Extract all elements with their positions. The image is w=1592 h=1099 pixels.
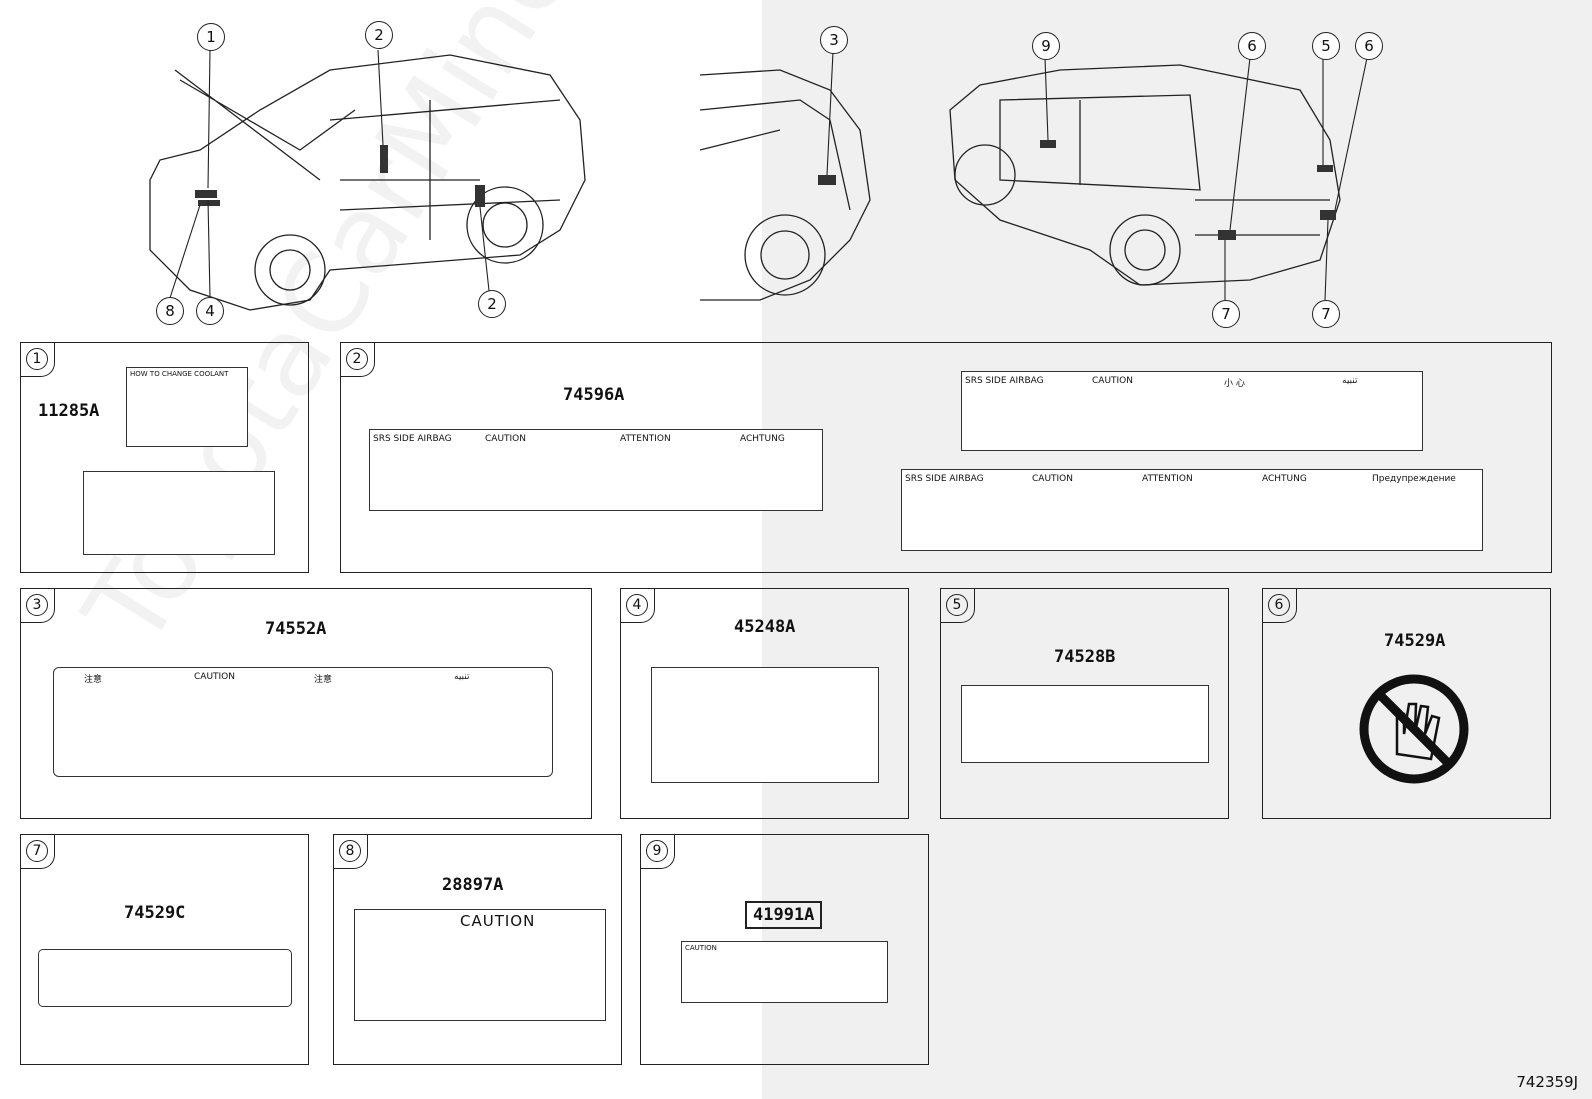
- panel-badge: 1: [20, 342, 55, 377]
- panel-badge: 7: [20, 834, 55, 869]
- panel-3: 3 74552A 注意 CAUTION 注意 تنبيه: [20, 588, 592, 819]
- part-number: 74528B: [1054, 647, 1116, 667]
- caution-label: CAUTION: [681, 941, 888, 1003]
- part-number: 41991A: [745, 901, 823, 929]
- panel-5: 5 74528B: [940, 588, 1229, 819]
- callout-2: 2: [365, 21, 393, 49]
- col-achtung: ACHTUNG: [740, 434, 785, 444]
- panel-badge: 5: [940, 588, 975, 623]
- callout-7: 7: [1212, 300, 1240, 328]
- part-number: 45248A: [734, 617, 796, 637]
- part-number: 74529C: [124, 903, 186, 923]
- part-number: 11285A: [38, 401, 100, 421]
- warning-label: [651, 667, 879, 783]
- part-number: 74552A: [265, 619, 327, 639]
- callout-6b: 6: [1355, 32, 1383, 60]
- tire-label: [961, 685, 1209, 763]
- panel-7: 7 74529C: [20, 834, 309, 1065]
- part-number: 74596A: [563, 385, 625, 405]
- caution-label: CAUTION: [354, 909, 606, 1021]
- callout-5: 5: [1312, 32, 1340, 60]
- col-caution: CAUTION: [485, 434, 526, 444]
- coolant-label-title: HOW TO CHANGE COOLANT: [130, 370, 229, 378]
- callout-2b: 2: [478, 290, 506, 318]
- panel-badge: 6: [1262, 588, 1297, 623]
- airbag-label: SRS SIDE AIRBAG CAUTION ATTENTION ACHTUN…: [369, 429, 823, 511]
- panel-2: 2 74596A SRS SIDE AIRBAG CAUTION ATTENTI…: [340, 342, 1552, 573]
- vehicle-drawings: [149, 49, 1368, 311]
- panel-6: 6 74529A: [1262, 588, 1551, 819]
- panel-1: 1 11285A HOW TO CHANGE COOLANT: [20, 342, 309, 573]
- panel-badge: 8: [333, 834, 368, 869]
- coolant-label: HOW TO CHANGE COOLANT: [126, 367, 248, 447]
- part-number: 74529A: [1384, 631, 1446, 651]
- panel-badge: 2: [340, 342, 375, 377]
- callout-6: 6: [1238, 32, 1266, 60]
- airbag-label-srs: SRS SIDE AIRBAG: [373, 434, 452, 444]
- caution-text: CAUTION: [685, 944, 717, 952]
- panel-badge: 3: [20, 588, 55, 623]
- callout-9: 9: [1032, 32, 1060, 60]
- caution-label: 注意 CAUTION 注意 تنبيه: [53, 667, 553, 777]
- callout-4: 4: [196, 297, 224, 325]
- callout-8: 8: [156, 297, 184, 325]
- panel-4: 4 45248A: [620, 588, 909, 819]
- callout-7b: 7: [1312, 300, 1340, 328]
- airbag-label-alt1: SRS SIDE AIRBAG CAUTION 小 心 تنبيه: [961, 371, 1423, 451]
- drawing-number: 742359J: [1516, 1073, 1578, 1091]
- panel-9: 9 41991A CAUTION: [640, 834, 929, 1065]
- callout-1: 1: [197, 23, 225, 51]
- panel-badge: 4: [620, 588, 655, 623]
- caution-text: CAUTION: [460, 912, 536, 930]
- callout-3: 3: [820, 26, 848, 54]
- part-number: 28897A: [442, 875, 504, 895]
- caution-label-small: [38, 949, 292, 1007]
- no-hand-icon: [1359, 674, 1469, 784]
- panel-badge: 9: [640, 834, 675, 869]
- panel-8: 8 28897A CAUTION: [333, 834, 622, 1065]
- coolant-label-large: [83, 471, 275, 555]
- col-attention: ATTENTION: [620, 434, 671, 444]
- airbag-label-alt2: SRS SIDE AIRBAG CAUTION ATTENTION ACHTUN…: [901, 469, 1483, 551]
